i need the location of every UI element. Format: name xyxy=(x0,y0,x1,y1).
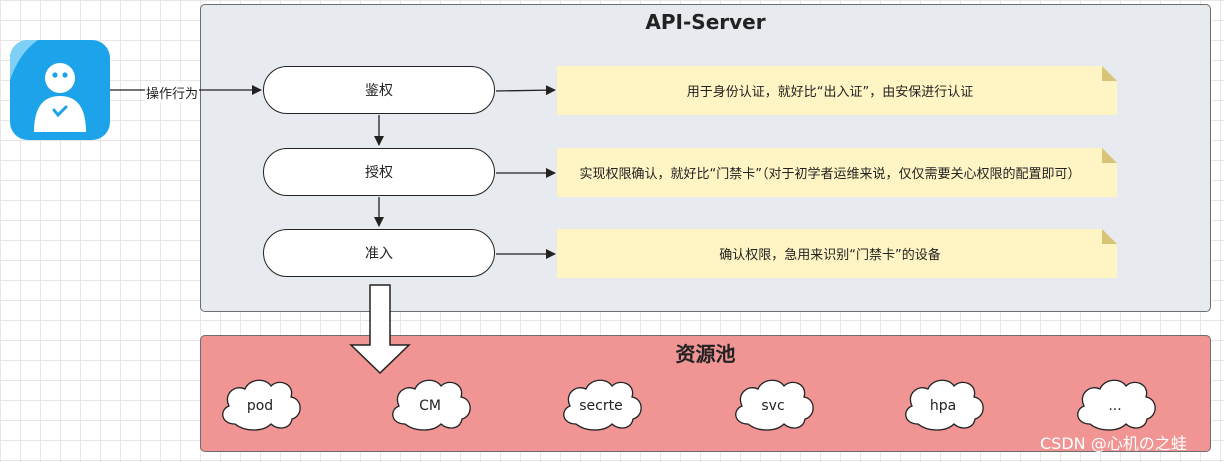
resource-hpa: hpa xyxy=(898,372,988,434)
flow-down-arrow xyxy=(349,284,411,375)
resource-more: ... xyxy=(1070,372,1160,434)
resource-label: CM xyxy=(419,398,441,414)
resource-pool-panel: 资源池 xyxy=(200,335,1211,452)
step-authentication[interactable]: 鉴权 xyxy=(263,66,495,114)
user-icon xyxy=(10,40,110,140)
watermark: CSDN @心机の之蛙 xyxy=(1040,434,1187,453)
note-authorization: 实现权限确认，就好比“门禁卡”（对于初学者运维来说，仅仅需要关心权限的配置即可） xyxy=(557,148,1117,197)
resource-pool-title: 资源池 xyxy=(675,342,736,366)
note-authentication: 用于身份认证，就好比“出入证”，由安保进行认证 xyxy=(557,66,1117,115)
note-admission: 确认权限，急用来识别“门禁卡”的设备 xyxy=(557,229,1117,278)
resource-label: pod xyxy=(246,398,274,414)
step-authorization[interactable]: 授权 xyxy=(263,148,495,196)
resource-label: secrte xyxy=(579,398,623,414)
resource-label: svc xyxy=(761,398,785,414)
resource-label: hpa xyxy=(929,398,957,414)
step-admission[interactable]: 准入 xyxy=(263,229,495,277)
resource-pod: pod xyxy=(215,372,305,434)
resource-label: ... xyxy=(1108,398,1122,414)
auth-to-note-arrow xyxy=(495,85,556,96)
resource-secrte: secrte xyxy=(556,372,646,434)
note-admission-text: 确认权限，急用来识别“门禁卡”的设备 xyxy=(719,248,941,263)
action-label: 操作行为 xyxy=(145,83,200,102)
api-server-title: API-Server xyxy=(645,10,766,34)
resource-cm: CM xyxy=(385,372,475,434)
note-authentication-text: 用于身份认证，就好比“出入证”，由安保进行认证 xyxy=(686,85,974,100)
note-authorization-text: 实现权限确认，就好比“门禁卡”（对于初学者运维来说，仅仅需要关心权限的配置即可） xyxy=(579,167,1081,182)
resource-svc: svc xyxy=(728,372,818,434)
